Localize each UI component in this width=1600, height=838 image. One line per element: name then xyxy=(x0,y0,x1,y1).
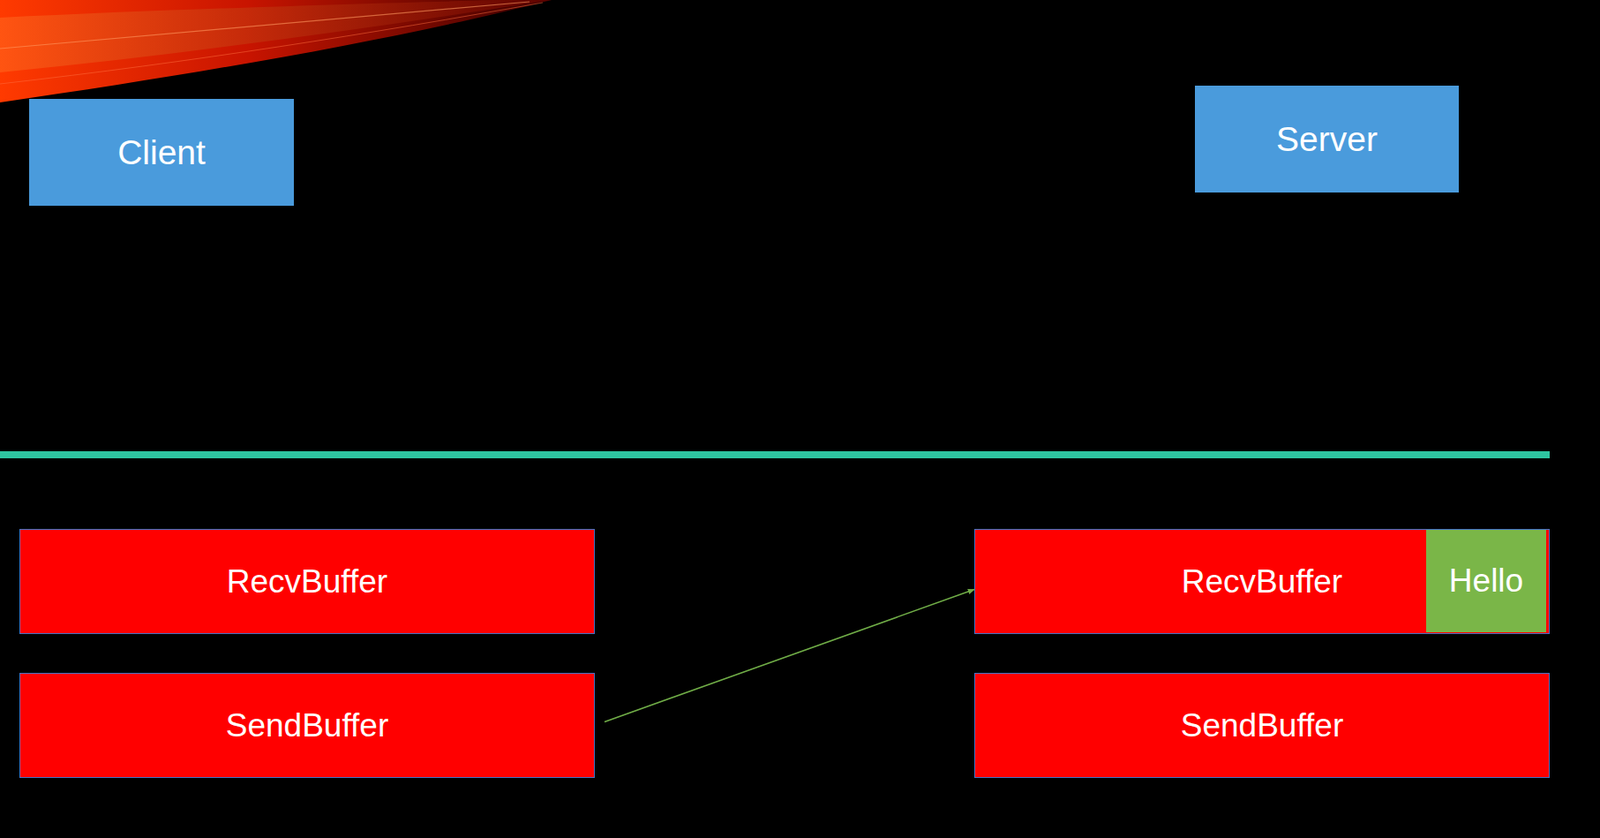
buffer-box: RecvBuffer xyxy=(19,528,595,634)
buffer-box: RecvBuffer Hello xyxy=(974,528,1550,634)
box-label: RecvBuffer xyxy=(1181,563,1343,601)
divider-line xyxy=(0,450,1550,459)
corner-swoosh xyxy=(0,0,552,103)
box-label: Hello xyxy=(1449,562,1524,600)
client-box: Client xyxy=(29,98,294,206)
box-label: Client xyxy=(117,133,206,173)
box-label: RecvBuffer xyxy=(226,563,388,601)
box-label: SendBuffer xyxy=(225,706,389,744)
box-label: Server xyxy=(1276,120,1378,159)
server-box: Server xyxy=(1194,85,1459,193)
data-segment: Hello xyxy=(1426,529,1547,632)
data-flow-arrow xyxy=(604,589,975,722)
box-label: SendBuffer xyxy=(1180,706,1344,744)
corner-streak-line xyxy=(0,1,530,49)
corner-streak xyxy=(0,0,552,73)
corner-streak-line xyxy=(0,2,543,84)
buffer-box: SendBuffer xyxy=(974,672,1550,778)
buffer-box: SendBuffer xyxy=(19,672,595,778)
